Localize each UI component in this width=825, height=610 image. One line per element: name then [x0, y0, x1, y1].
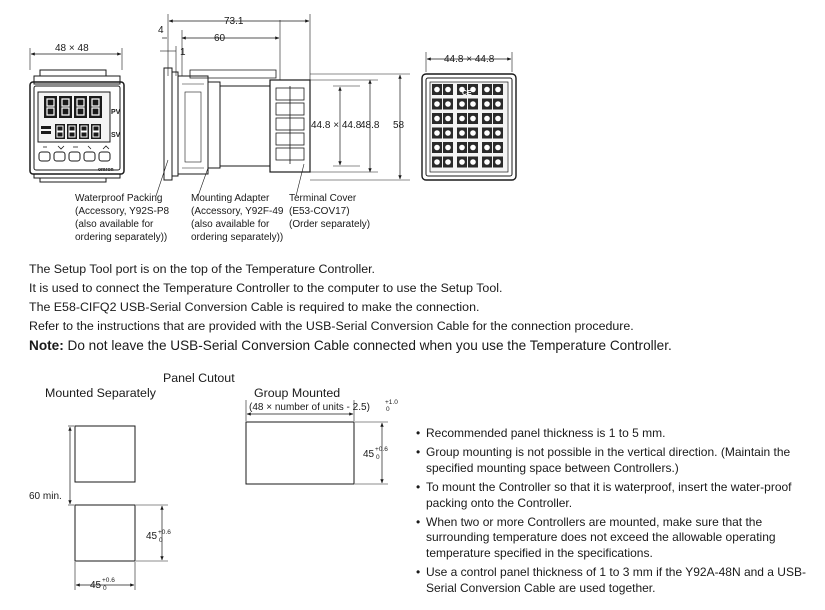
terminal-screw-head: [484, 130, 490, 136]
callout-terminal-cover: Terminal Cover (E53-COV17) (Order separa…: [289, 193, 370, 230]
dim-4: 4: [158, 25, 164, 36]
terminal-screw-head: [495, 101, 501, 107]
terminal-screw-head: [484, 101, 490, 107]
dim-48-8: 48.8: [360, 120, 380, 131]
sep-dim-45-vertical-sub: 0: [159, 537, 163, 544]
terminal-screw-head: [445, 130, 451, 136]
paragraph-connect: It is used to connect the Temperature Co…: [29, 281, 503, 295]
pv-label: PV: [111, 109, 121, 116]
terminal-screw-head: [470, 115, 476, 122]
bullet-item: Use a control panel thickness of 1 to 3 …: [416, 565, 821, 596]
terminal-screw-head: [459, 130, 465, 136]
paragraph-cable-required: The E58-CIFQ2 USB-Serial Conversion Cabl…: [29, 300, 480, 314]
terminal-screw-head: [445, 144, 451, 151]
dim-60: 60: [214, 33, 226, 44]
terminal-screw-head: [484, 115, 490, 122]
sep-dim-45-horizontal-sub: 0: [103, 585, 107, 592]
terminal-screw-head: [495, 159, 501, 165]
rear-dim-label: 44.8 × 44.8: [444, 54, 495, 65]
mounted-separately-label: Mounted Separately: [45, 386, 157, 400]
terminal-screw-head: [445, 159, 451, 165]
sep-dim-45-vertical: 45: [146, 531, 158, 542]
terminal-screw-head: [434, 101, 440, 107]
terminal-screw-head: [434, 86, 440, 93]
note-text: Do not leave the USB-Serial Conversion C…: [63, 338, 672, 353]
terminal-screw-head: [445, 115, 451, 122]
bullet-item: To mount the Controller so that it is wa…: [416, 480, 821, 511]
dim-1: 1: [180, 47, 186, 58]
terminal-screw-head: [470, 101, 476, 107]
terminal-screw-head: [495, 86, 501, 93]
terminal-screw-head: [445, 101, 451, 107]
dim-58: 58: [393, 120, 405, 131]
terminal-screw-head: [484, 159, 490, 165]
terminal-screw-head: [484, 144, 490, 151]
bullet-list: Recommended panel thickness is 1 to 5 mm…: [416, 426, 821, 600]
terminal-screw-head: [459, 144, 465, 151]
note-label: Note:: [29, 338, 64, 353]
bullet-item: Recommended panel thickness is 1 to 5 mm…: [416, 426, 821, 442]
front-view: [29, 48, 125, 183]
sep-dim-45-horizontal: 45: [90, 580, 102, 591]
terminal-screw-head: [470, 130, 476, 136]
front-dim-label: 48 × 48: [55, 43, 89, 54]
callout-waterproof-packing: Waterproof Packing (Accessory, Y92S-P8 (…: [75, 193, 172, 243]
terminal-screw-head: [495, 144, 501, 151]
group-dim-45-sup: +0.6: [375, 446, 388, 453]
terminal-screw-head: [470, 86, 476, 93]
panel-cutout-separate: [68, 425, 168, 590]
group-dim-45-sub: 0: [376, 454, 380, 461]
group-dim-45: 45: [363, 449, 375, 460]
dim-73-1: 73.1: [224, 16, 244, 27]
front-keys: [38, 145, 111, 162]
terminal-screw-head: [459, 86, 465, 93]
bullet-item: When two or more Controllers are mounted…: [416, 515, 821, 561]
terminal-screw-head: [459, 115, 465, 122]
dim-44-8: 44.8 × 44.8: [311, 120, 362, 131]
terminal-screw-head: [434, 144, 440, 151]
brand-logo: omron: [98, 167, 114, 173]
sep-dim-45-vertical-sup: +0.6: [158, 529, 171, 536]
bullet-item: Group mounting is not possible in the ve…: [416, 445, 821, 476]
terminal-screw-head: [495, 115, 501, 122]
terminal-screw-head: [434, 130, 440, 136]
group-formula-tol-sup: +1.0: [385, 399, 398, 406]
rear-terminal-grid: CE: [432, 84, 503, 168]
callout-mounting-adapter: Mounting Adapter (Accessory, Y92F-49 (al…: [191, 193, 286, 243]
terminal-screw-head: [495, 130, 501, 136]
panel-cutout-group: [245, 400, 388, 485]
terminal-screw-head: [459, 101, 465, 107]
terminal-screw-head: [434, 159, 440, 165]
paragraph-setup-port: The Setup Tool port is on the top of the…: [29, 262, 375, 276]
sep-dim-60min: 60 min.: [29, 491, 62, 502]
paragraph-refer: Refer to the instructions that are provi…: [29, 319, 634, 333]
terminal-screw-head: [445, 86, 451, 93]
terminal-screw-head: [470, 159, 476, 165]
terminal-screw-head: [470, 144, 476, 151]
rear-ce-mark: CE: [462, 90, 472, 97]
note-line: Note: Do not leave the USB-Serial Conver…: [29, 336, 672, 355]
group-mounted-label: Group Mounted: [254, 386, 340, 400]
terminal-screw-head: [459, 159, 465, 165]
group-formula: (48 × number of units - 2.5): [249, 402, 370, 413]
terminal-screw-head: [484, 86, 490, 93]
sv-label: SV: [111, 132, 121, 139]
panel-cutout-title: Panel Cutout: [163, 371, 235, 385]
group-formula-tol-sub: 0: [386, 406, 390, 413]
sep-dim-45-horizontal-sup: +0.6: [102, 577, 115, 584]
terminal-screw-head: [434, 115, 440, 122]
side-view: [155, 14, 410, 197]
